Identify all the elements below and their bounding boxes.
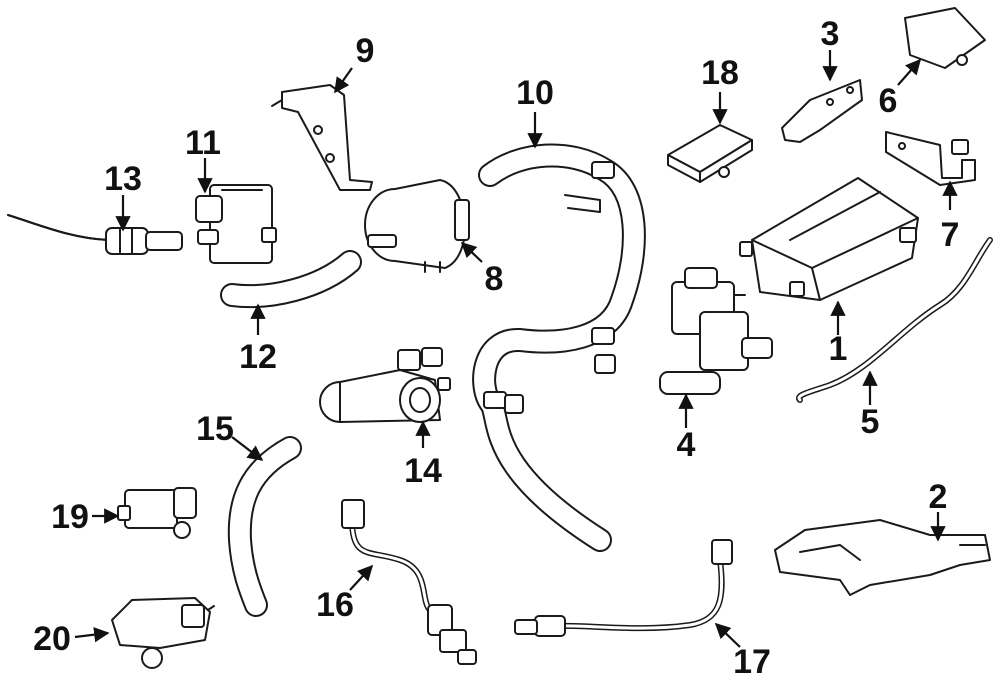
part-15-curved-hose [227,436,302,617]
callout-13: 13 [104,160,142,198]
callout-1: 1 [829,330,848,368]
part-10-hose-clamps [483,161,616,414]
callout-7: 7 [941,216,960,254]
callout-20: 20 [33,620,71,658]
callout-2: 2 [929,478,948,516]
part-16-o2-sensor [349,517,433,613]
callout-19: 19 [51,498,89,536]
callout-16: 16 [316,586,354,624]
callout-11: 11 [185,124,221,162]
callout-3: 3 [821,15,840,53]
callout-15: 15 [196,410,234,448]
part-3-bracket [781,79,863,143]
part-12-short-hose [220,250,362,309]
part-20-map-sensor [111,597,215,669]
part-1-canister [739,177,919,301]
callout-4: 4 [677,426,696,464]
leader-6 [897,58,922,86]
part-14-housing [319,347,451,423]
leader-9 [334,67,353,94]
callout-9: 9 [356,32,375,70]
part-11-valve [195,184,277,264]
part-8-filter [364,179,470,273]
leader-17 [714,622,741,648]
part-18-module [667,124,753,183]
leader-8 [460,241,483,263]
part-17-o2-sensor [557,557,725,632]
callout-6: 6 [879,82,898,120]
leader-20 [74,627,110,643]
part-17-sensor-body [514,539,733,637]
leader-16 [349,564,374,591]
callout-10: 10 [516,74,554,112]
part-7-bracket [885,131,976,186]
part-2-shield [774,519,991,596]
part-6-module [904,7,986,69]
callout-18: 18 [701,54,739,92]
part-13-hose-sensor [7,214,183,255]
leader-lines [74,50,958,648]
callout-5: 5 [861,403,880,441]
callout-12: 12 [239,338,277,376]
leader-15 [231,436,264,461]
callout-labels: 1 2 3 4 5 6 7 8 9 10 11 12 13 14 15 16 1… [33,15,959,681]
part-10-long-hose [472,143,646,552]
part-4-purge-valve [659,267,773,395]
part-19-sensor [117,487,197,539]
callout-8: 8 [485,260,504,298]
part-5-vapor-line [796,237,993,403]
part-16-sensor-body [341,499,477,665]
callout-14: 14 [404,452,442,490]
part-9-bracket [271,84,373,191]
callout-17: 17 [733,643,771,681]
